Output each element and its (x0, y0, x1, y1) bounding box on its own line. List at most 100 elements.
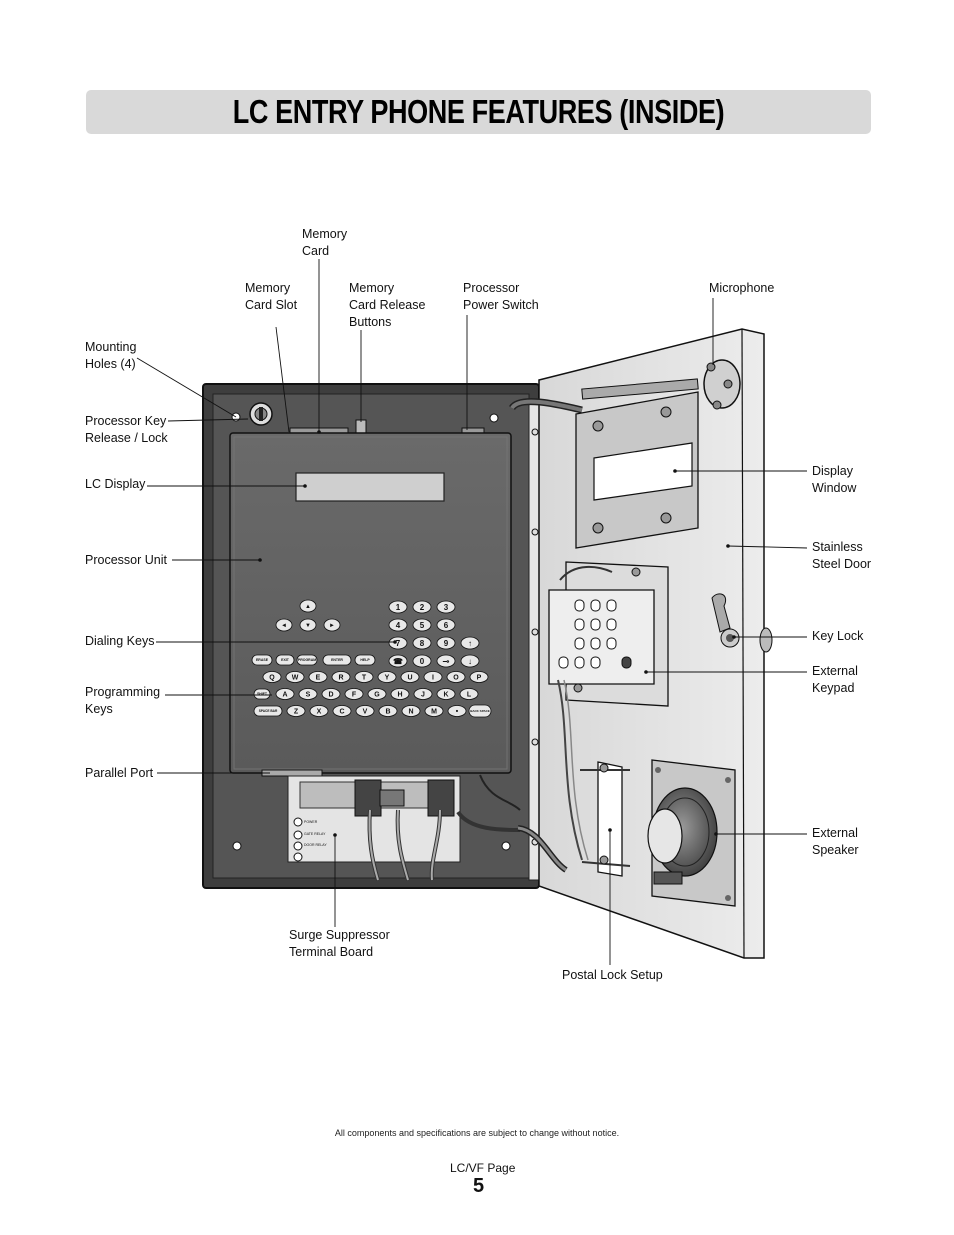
key-label: 5 (420, 621, 425, 630)
label-key-lock: Key Lock (812, 629, 864, 643)
surge-suppressor-board: POWER GATE RELAY DOOR RELAY (287, 774, 521, 881)
key-label: P (477, 674, 482, 681)
key-label: L (467, 691, 472, 698)
external-keypad-button (606, 637, 617, 650)
external-keypad-button (574, 656, 585, 669)
title-bar: LC ENTRY PHONE FEATURES (INSIDE) (86, 90, 871, 134)
key-label: ERASE (256, 658, 269, 662)
letter-key: Q (262, 671, 282, 683)
key-label: HELP (360, 658, 370, 662)
letter-key: F (344, 688, 364, 700)
key-label: 1 (396, 603, 401, 612)
letter-key: • (447, 705, 467, 717)
external-keypad-button (574, 637, 585, 650)
space-bar-key: SPACE BAR (253, 705, 283, 717)
external-keypad-button (558, 656, 569, 669)
programming-key: ERASE (251, 654, 273, 666)
shift-key: SHIFT (253, 688, 271, 700)
key-label: R (338, 674, 343, 681)
dialing-key: 4 (388, 618, 408, 632)
programming-key: ENTER (322, 654, 352, 666)
dialing-key: ↑ (460, 636, 480, 650)
key-label: U (407, 674, 412, 681)
key-label: T (362, 674, 367, 681)
external-keypad-button (621, 656, 632, 669)
programming-key: EXIT (275, 654, 295, 666)
key-label: K (443, 691, 448, 698)
letter-key: M (424, 705, 444, 717)
external-keypad-button (590, 599, 601, 612)
key-label: BACK SPACE (470, 709, 490, 713)
key-label: Y (385, 674, 390, 681)
letter-key: K (436, 688, 456, 700)
dialing-key: 2 (412, 600, 432, 614)
letter-key: V (355, 705, 375, 717)
label-memory-card-slot: Memory Card Slot (245, 281, 298, 312)
key-label: ► (329, 623, 335, 629)
external-keypad-button (606, 618, 617, 631)
letter-key: J (413, 688, 433, 700)
dialing-key: 3 (436, 600, 456, 614)
dialing-key: 8 (412, 636, 432, 650)
external-keypad (548, 561, 669, 861)
key-lock (711, 593, 773, 653)
display-window (575, 391, 699, 549)
callout-lines (136, 259, 808, 965)
key-label: 9 (444, 639, 449, 648)
letter-key: Y (377, 671, 397, 683)
key-label: PROGRAM (298, 658, 316, 662)
key-label: ▼ (305, 623, 311, 629)
mounting-hole (501, 841, 511, 851)
label-lc-display: LC Display (85, 477, 146, 491)
external-keypad-button (606, 599, 617, 612)
letter-key: B (378, 705, 398, 717)
label-processor-unit: Processor Unit (85, 553, 167, 567)
footer-note: All components and specifications are su… (334, 1128, 620, 1138)
label-postal-lock: Postal Lock Setup (562, 968, 663, 982)
key-label: H (397, 691, 402, 698)
letter-key: S (298, 688, 318, 700)
letter-key: G (367, 688, 387, 700)
letter-key: E (308, 671, 328, 683)
dialing-key: ↓ (460, 654, 480, 668)
key-label: N (408, 708, 413, 715)
key-label: ↓ (468, 657, 472, 666)
key-label: O (453, 674, 459, 681)
key-label: ⊸ (443, 657, 450, 666)
key-label: J (421, 691, 425, 698)
dialing-key: 7 (388, 636, 408, 650)
key-label: I (432, 674, 434, 681)
label-parallel-port: Parallel Port (85, 766, 154, 780)
key-label: EXIT (281, 658, 290, 662)
letter-key: A (275, 688, 295, 700)
key-label: 6 (444, 621, 449, 630)
label-external-speaker: External Speaker (812, 826, 859, 857)
key-label: F (352, 691, 357, 698)
letter-key: U (400, 671, 420, 683)
key-label: ☎ (393, 657, 403, 666)
key-label: 0 (420, 657, 425, 666)
dialing-key: ⊸ (436, 654, 456, 668)
letter-key: W (285, 671, 305, 683)
label-display-window: Display Window (812, 464, 857, 495)
board-label-gate: GATE RELAY (304, 832, 326, 836)
arrow-key: ▼ (299, 618, 317, 632)
key-label: S (306, 691, 311, 698)
key-label: G (374, 691, 380, 698)
key-label: ENTER (331, 658, 343, 662)
external-keypad-button (590, 618, 601, 631)
stainless-steel-door (509, 328, 773, 959)
label-processor-key: Processor Key Release / Lock (85, 414, 168, 445)
key-label: 4 (396, 621, 401, 630)
back-space-key: BACK SPACE (468, 704, 492, 718)
letter-key: O (446, 671, 466, 683)
programming-key: PROGRAM (296, 654, 318, 666)
key-label: B (385, 708, 390, 715)
page-label: LC/VF Page (450, 1161, 516, 1175)
key-label: E (316, 674, 321, 681)
letter-key: N (401, 705, 421, 717)
label-programming-keys: Programming Keys (85, 685, 161, 716)
arrow-key: ▲ (299, 599, 317, 613)
